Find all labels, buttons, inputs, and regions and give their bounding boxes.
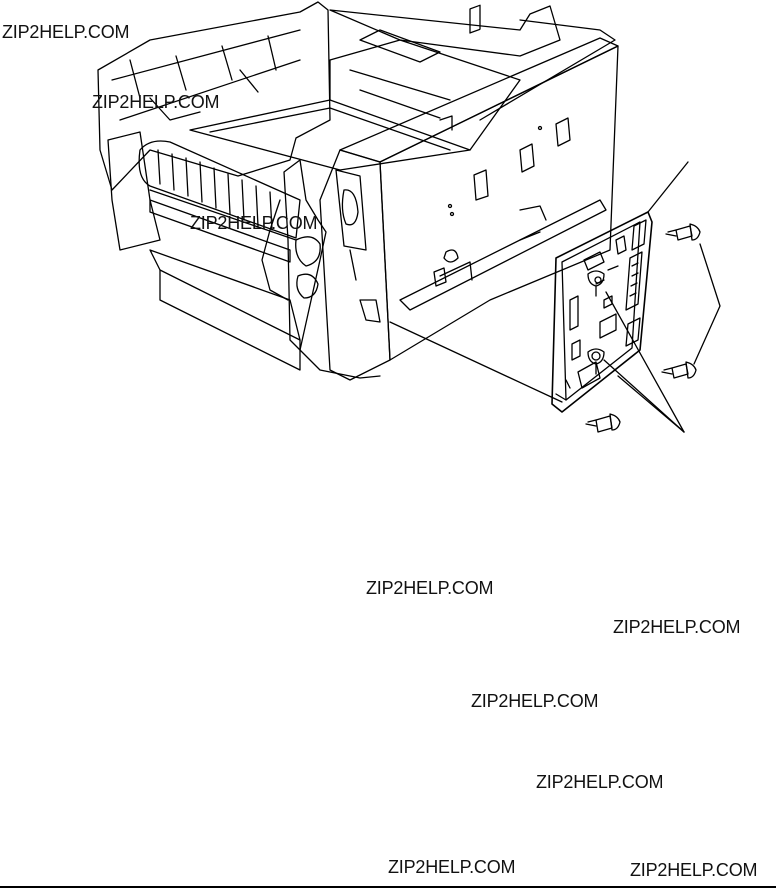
watermark-text: ZIP2HELP.COM <box>388 857 516 877</box>
watermark-text: ZIP2HELP.COM <box>613 617 741 637</box>
watermark-text: ZIP2HELP.COM <box>630 860 758 880</box>
printer-chassis <box>97 1 619 381</box>
connector-icon <box>625 251 643 311</box>
watermark-text: ZIP2HELP.COM <box>536 772 664 792</box>
screw-icon <box>585 413 621 433</box>
connector-icon <box>631 219 647 251</box>
fuser-assembly <box>138 140 301 263</box>
connector-icon <box>625 317 641 347</box>
bottom-rule <box>0 886 776 888</box>
watermark-text: ZIP2HELP.COM <box>471 691 599 711</box>
screw-icon <box>587 270 605 297</box>
watermark-text: ZIP2HELP.COM <box>190 213 318 233</box>
screw-icon <box>587 348 605 375</box>
callout-lines <box>603 161 721 433</box>
connector-icon <box>577 361 601 389</box>
printer-board-removal-illustration <box>97 1 721 433</box>
screw-icon <box>665 223 701 241</box>
right-side-panel <box>319 4 619 381</box>
watermark-text: ZIP2HELP.COM <box>366 578 494 598</box>
watermark-text: ZIP2HELP.COM <box>92 92 220 112</box>
watermark-text: ZIP2HELP.COM <box>2 22 130 42</box>
leader-line <box>389 321 563 403</box>
controller-board <box>551 211 653 413</box>
screw-icon <box>661 361 697 379</box>
